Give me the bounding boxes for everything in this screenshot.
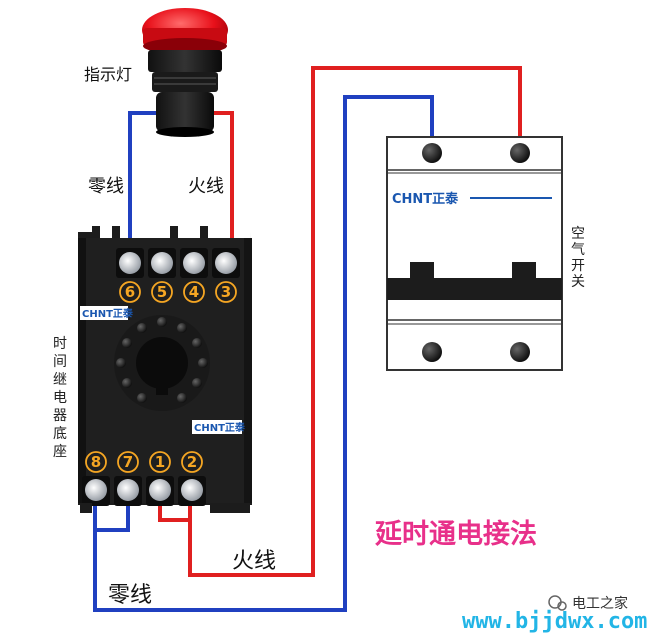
live-wire-main <box>188 66 522 577</box>
breaker-terminal-neutral-top <box>422 143 442 163</box>
terminal-4-label: 4 <box>189 283 199 301</box>
bottom-terminal-numbers: 8 7 1 2 <box>85 451 203 473</box>
relay-brand-top: CHNT正泰 <box>82 307 134 320</box>
live-bottom-label: 火线 <box>232 549 276 574</box>
terminal-8-label: 8 <box>91 453 101 471</box>
relay-base-label-6: 底 <box>53 426 67 442</box>
terminal-3-label: 3 <box>221 283 231 301</box>
terminal-3-screw <box>215 252 237 274</box>
terminal-7-label: 7 <box>123 453 133 471</box>
time-relay-base: 6 5 4 3 CHNT正泰 CHNT正泰 <box>78 226 252 513</box>
top-terminals <box>116 248 240 278</box>
neutral-wire-lamp <box>128 111 158 262</box>
terminal-2-screw <box>181 479 203 501</box>
top-terminal-numbers: 6 5 4 3 <box>119 281 237 303</box>
breaker-terminal-live-top <box>510 143 530 163</box>
terminal-5-label: 5 <box>157 283 167 301</box>
relay-base-label-5: 器 <box>53 408 67 424</box>
air-switch-label-1: 空 <box>571 226 585 242</box>
relay-base-label-4: 电 <box>53 390 67 406</box>
breaker-brand: CHNT正泰 <box>392 191 459 207</box>
diagram-title: 延时通电接法 <box>374 519 537 550</box>
relay-base-label-7: 座 <box>53 444 67 460</box>
indicator-lamp <box>142 8 228 137</box>
neutral-bottom-label: 零线 <box>108 583 152 608</box>
terminal-4-screw <box>183 252 205 274</box>
terminal-6-screw <box>119 252 141 274</box>
bottom-terminals <box>82 476 206 506</box>
watermark-logo-icon <box>548 595 562 609</box>
relay-base-label-3: 继 <box>53 372 67 388</box>
live-top-label: 火线 <box>188 176 224 197</box>
indicator-lamp-label: 指示灯 <box>84 65 132 84</box>
air-switch-label-3: 开 <box>571 258 585 274</box>
relay-socket <box>114 315 210 411</box>
neutral-wire-main <box>93 95 434 612</box>
terminal-5-screw <box>151 252 173 274</box>
terminal-7-screw <box>117 479 139 501</box>
relay-brand-bottom: CHNT正泰 <box>194 421 246 434</box>
relay-base-label-1: 时 <box>53 336 67 352</box>
terminal-2-label: 2 <box>187 453 197 471</box>
watermark-text: 电工之家 <box>572 595 628 612</box>
air-switch-label-2: 气 <box>571 242 585 258</box>
terminal-1-label: 1 <box>155 453 165 471</box>
air-switch-label-4: 关 <box>571 274 585 290</box>
breaker-terminal-live-bottom <box>510 342 530 362</box>
website-url: www.bjjdwx.com <box>462 609 647 634</box>
watermark: 电工之家 <box>548 595 628 612</box>
live-wire-lamp <box>210 111 234 262</box>
breaker-terminal-neutral-bottom <box>422 342 442 362</box>
neutral-top-label: 零线 <box>88 176 124 197</box>
relay-base-label-2: 间 <box>53 354 67 370</box>
terminal-6-label: 6 <box>125 283 135 301</box>
terminal-1-screw <box>149 479 171 501</box>
air-switch: CHNT正泰 <box>386 136 563 371</box>
terminal-8-screw <box>85 479 107 501</box>
